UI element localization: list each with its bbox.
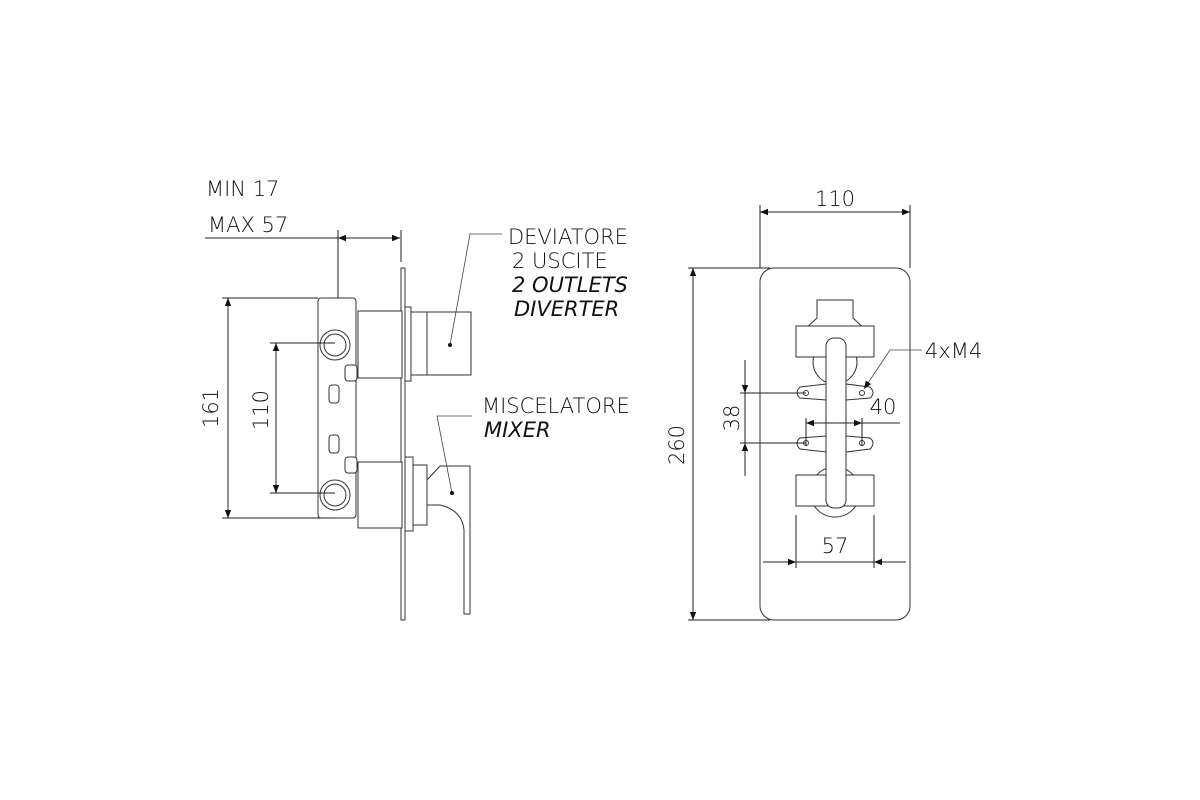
diverter-label: DEVIATORE	[508, 225, 628, 249]
depth-min-label: MIN 17	[206, 177, 279, 201]
width-dimension: 110	[759, 187, 911, 268]
diverter-leader	[449, 233, 502, 346]
mixer-lever	[404, 456, 471, 615]
hole-horizontal-dimension: 40	[805, 395, 900, 446]
wall-plate	[400, 267, 406, 621]
holes-label: 4xM4	[925, 339, 982, 363]
side-view: MIN 17 MAX 57	[199, 177, 630, 621]
valve-body	[317, 297, 403, 529]
depth-max-label: MAX 57	[208, 213, 288, 237]
diverter-sub-en: 2 OUTLETS	[512, 273, 628, 297]
depth-dimension	[205, 230, 402, 352]
handle-width-dimension: 57	[763, 515, 906, 568]
screw-hole	[859, 390, 865, 396]
hole-vertical-label: 38	[720, 405, 744, 432]
height-dim-label: 161	[199, 388, 223, 428]
front-view: 110 260	[665, 187, 982, 621]
height-dimension: 161	[199, 297, 335, 519]
diverter-sub-it: 2 USCITE	[512, 249, 608, 273]
diverter-en: DIVERTER	[514, 297, 619, 321]
mixer-en: MIXER	[484, 418, 551, 442]
mixer-label: MISCELATORE	[482, 394, 630, 418]
spacing-dim-label: 110	[249, 390, 273, 430]
hole-vertical-dimension: 38	[720, 360, 806, 476]
spacing-dimension: 110	[249, 342, 335, 494]
plate-height-dimension: 260	[665, 267, 770, 621]
diverter-knob	[404, 306, 472, 382]
valve-front	[795, 299, 875, 518]
plate-height-label: 260	[665, 425, 689, 465]
hole-horizontal-label: 40	[870, 395, 897, 419]
handle-width-label: 57	[822, 534, 849, 558]
width-dim-label: 110	[815, 187, 855, 211]
mixer-leader	[436, 415, 472, 494]
